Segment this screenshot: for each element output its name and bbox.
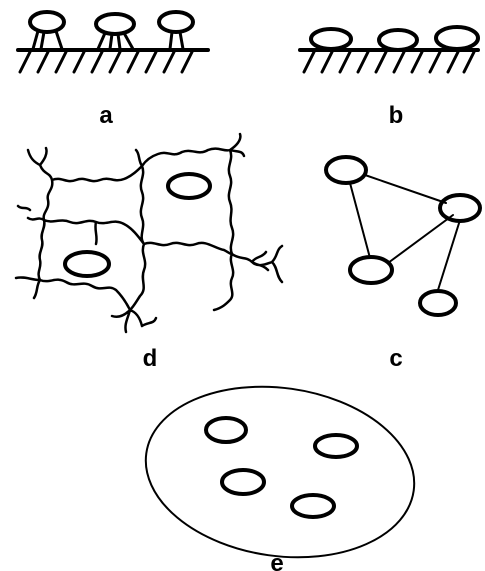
- panel-a-particle-2: [96, 14, 134, 49]
- panel-c-links: [350, 175, 460, 290]
- panel-a-particle-3: [159, 12, 193, 49]
- panel-e-capsule: [135, 370, 426, 571]
- panel-b-label: b: [389, 102, 404, 129]
- panel-e-particle-2: [315, 435, 357, 457]
- panel-c-particle-4: [420, 291, 456, 315]
- panel-d-label: d: [143, 345, 158, 372]
- panel-d-particle-2: [65, 252, 109, 276]
- panel-b-surface: [300, 50, 478, 72]
- panel-e-particle-3: [222, 470, 264, 494]
- panel-c-particle-2: [440, 195, 480, 221]
- panel-a-particle-1: [30, 12, 64, 49]
- panel-e-label: e: [270, 550, 283, 571]
- panel-b-particle-1: [311, 29, 351, 49]
- panel-d: [16, 134, 282, 332]
- panel-c-label: c: [389, 345, 402, 372]
- panel-c-particle-1: [326, 157, 366, 183]
- panel-d-particle-1: [168, 174, 210, 198]
- panel-e: [135, 370, 426, 571]
- panel-a-surface: [18, 50, 208, 72]
- panel-a: [18, 12, 208, 72]
- panel-e-particle-1: [206, 418, 246, 442]
- panel-b-particle-2: [379, 30, 417, 50]
- panel-d-polymer-network: [16, 134, 282, 332]
- panel-c-particle-3: [350, 257, 392, 283]
- panel-b-particle-3: [436, 27, 478, 49]
- panel-b: [300, 27, 478, 72]
- panel-e-particle-4: [292, 495, 334, 517]
- panel-a-label: a: [99, 102, 113, 129]
- panel-c: [326, 157, 480, 315]
